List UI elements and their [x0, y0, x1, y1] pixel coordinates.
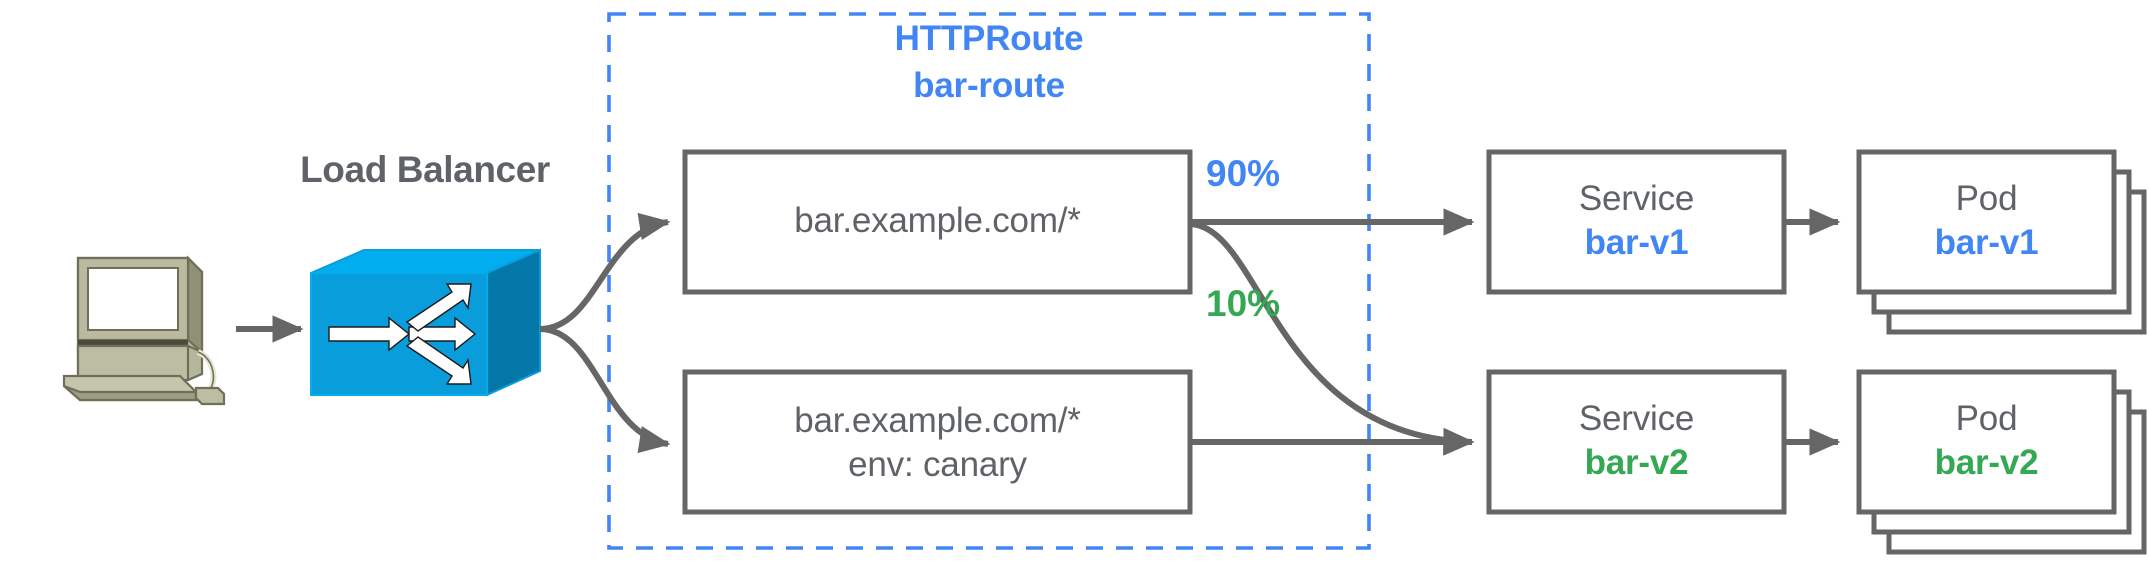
rule-box-2: [682, 369, 1193, 515]
pod-stack-v1: [1856, 149, 2147, 335]
pod-stack-v2: [1856, 369, 2147, 555]
edge-lb-to-rule-2: [539, 326, 671, 454]
load-balancer-icon: [310, 248, 541, 397]
service-box-v1: [1486, 149, 1787, 295]
edge-rule1-to-service-v2: [1189, 221, 1475, 456]
edge-lb-to-rule-1: [539, 212, 671, 332]
pod-replica-front: [1856, 149, 2117, 295]
rule-box-1: [682, 149, 1193, 295]
service-box-v2: [1486, 369, 1787, 515]
pod-replica-front: [1856, 369, 2117, 515]
desktop-computer-icon: [62, 255, 226, 406]
httproute-dashed-boundary: [607, 12, 1371, 550]
